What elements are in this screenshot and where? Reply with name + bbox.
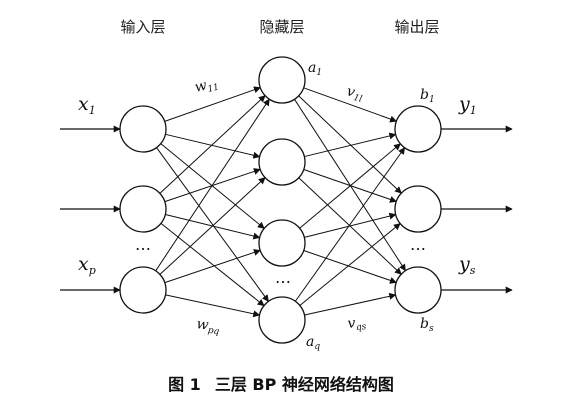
hidden-neuron-3 — [258, 219, 306, 267]
output-ellipsis: … — [410, 235, 426, 254]
label-b1: b1 — [420, 87, 435, 105]
connection-hidden-2-output-1 — [304, 132, 397, 158]
hidden-neuron-1 — [258, 56, 306, 104]
weight-label-v11: v1l — [345, 83, 366, 104]
connection-hidden-1-output-2 — [298, 95, 402, 194]
io-arrows — [60, 125, 513, 294]
label-aq: aq — [306, 334, 320, 352]
output-layer-title: 输出层 — [394, 18, 439, 36]
neurons — [119, 56, 442, 344]
weight-label-wpq: wpq — [195, 316, 221, 337]
hidden-ellipsis: … — [275, 268, 291, 287]
label-xp: xp — [78, 253, 96, 277]
weight-label-w11: w11 — [193, 75, 220, 98]
input-layer-title: 输入层 — [120, 18, 165, 36]
output-neuron-3 — [394, 266, 442, 314]
figure-caption: 图 1 三层 BP 神经网络结构图 — [168, 375, 394, 394]
output-neuron-1 — [394, 105, 442, 153]
connection-input-3-hidden-2 — [159, 177, 266, 275]
connection-input-3-hidden-4 — [165, 294, 261, 318]
connection-hidden-3-output-3 — [303, 250, 397, 284]
input-neuron-2 — [119, 185, 167, 233]
input-ellipsis: … — [135, 235, 151, 254]
label-ys: ys — [458, 253, 476, 277]
label-bs: bs — [420, 316, 434, 334]
connection-input-2-hidden-4 — [160, 222, 265, 307]
label-a1: a1 — [308, 60, 322, 78]
connection-hidden-3-output-2 — [304, 212, 397, 238]
hidden-neuron-4 — [258, 296, 306, 344]
connection-hidden-4-output-1 — [294, 147, 406, 302]
connection-input-1-hidden-1 — [164, 86, 261, 122]
input-neuron-3 — [119, 266, 167, 314]
connection-hidden-1-output-1 — [303, 87, 398, 123]
connection-lines — [155, 86, 406, 318]
input-neuron-1 — [119, 105, 167, 153]
hidden-neuron-2 — [258, 138, 306, 186]
connection-input-3-hidden-3 — [164, 249, 261, 284]
output-neuron-2 — [394, 185, 442, 233]
connection-hidden-4-output-2 — [299, 223, 401, 306]
connection-hidden-3-output-1 — [299, 143, 401, 229]
hidden-layer-title: 隐藏层 — [259, 18, 304, 36]
label-x1: x1 — [78, 93, 96, 117]
figure-title: 三层 BP 神经网络结构图 — [215, 375, 394, 394]
connection-input-3-hidden-1 — [155, 98, 270, 272]
figure-number: 图 1 — [168, 375, 201, 394]
connection-input-1-hidden-2 — [165, 133, 261, 159]
label-y1: y1 — [458, 93, 477, 117]
connection-input-1-hidden-4 — [156, 147, 269, 302]
weight-label-vqs: vqs — [347, 314, 367, 334]
connection-hidden-4-output-3 — [304, 292, 397, 316]
connection-input-2-hidden-1 — [159, 95, 266, 194]
